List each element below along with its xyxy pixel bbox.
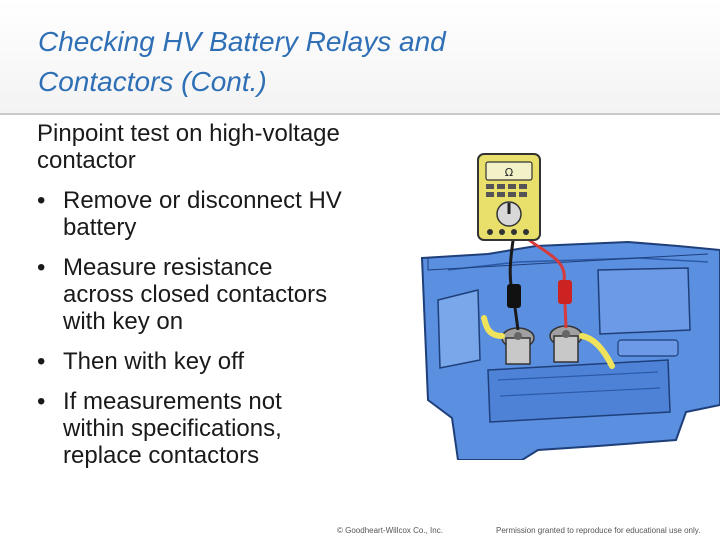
intro-text: Pinpoint test on high-voltage contactor bbox=[37, 120, 407, 174]
bullet-marker: • bbox=[37, 348, 46, 375]
yellow-wire-left bbox=[481, 315, 505, 339]
bullet-item: • If measurements not within specificati… bbox=[37, 388, 407, 469]
bullet-line: Remove or disconnect HV bbox=[63, 187, 342, 214]
bullet-marker: • bbox=[37, 254, 46, 281]
title-line-2: Contactors (Cont.) bbox=[38, 66, 267, 97]
bullet-item: • Remove or disconnect HV battery bbox=[37, 187, 407, 241]
ohm-symbol: Ω bbox=[505, 166, 513, 179]
bullet-list: • Remove or disconnect HV battery • Meas… bbox=[37, 187, 407, 469]
bullet-item: • Measure resistance across closed conta… bbox=[37, 254, 407, 335]
bullet-line: Then with key off bbox=[63, 348, 244, 375]
contactor-test-illustration: Ω bbox=[418, 150, 720, 461]
intro-line-2: contactor bbox=[37, 147, 136, 174]
bullet-line: Measure resistance bbox=[63, 254, 273, 281]
red-probe bbox=[558, 280, 572, 304]
slide-body: Pinpoint test on high-voltage contactor … bbox=[37, 120, 407, 482]
bullet-line: replace contactors bbox=[63, 442, 260, 469]
bullet-line: If measurements not bbox=[63, 388, 282, 415]
permission-footer: Permission granted to reproduce for educ… bbox=[496, 526, 701, 535]
slide-title: Checking HV Battery Relays and Contactor… bbox=[38, 22, 446, 102]
multimeter: Ω bbox=[477, 153, 541, 241]
title-band bbox=[0, 0, 720, 115]
bullet-marker: • bbox=[37, 187, 46, 214]
bullet-line: battery bbox=[63, 214, 137, 241]
title-line-1: Checking HV Battery Relays and bbox=[38, 26, 446, 57]
bullet-line: across closed contactors bbox=[63, 281, 328, 308]
black-probe bbox=[507, 284, 521, 308]
bullet-line: with key on bbox=[63, 308, 184, 335]
copyright-footer: © Goodheart-Willcox Co., Inc. bbox=[337, 526, 443, 535]
bullet-marker: • bbox=[37, 388, 46, 415]
bullet-item: • Then with key off bbox=[37, 348, 407, 375]
bullet-line: within specifications, bbox=[63, 415, 282, 442]
intro-line-1: Pinpoint test on high-voltage bbox=[37, 120, 340, 147]
yellow-wire-right bbox=[579, 333, 615, 369]
hv-battery-housing bbox=[420, 240, 720, 461]
